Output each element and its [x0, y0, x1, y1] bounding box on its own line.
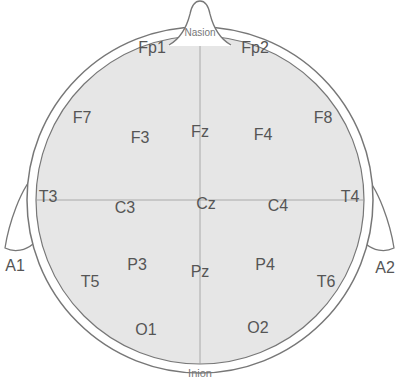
electrode-label: C4: [268, 198, 288, 214]
electrode-label: T6: [317, 274, 336, 290]
electrode-label: C3: [115, 200, 135, 216]
nose-outline: [168, 0, 232, 46]
electrode-label: F8: [314, 110, 333, 126]
electrode-label: F7: [73, 110, 92, 126]
electrode-label: A1: [5, 258, 25, 274]
head-outline: [27, 27, 373, 373]
electrode-label: O1: [135, 322, 156, 338]
electrode-label: Cz: [196, 196, 216, 212]
scalp-area: [36, 36, 364, 364]
electrode-label: P4: [255, 257, 275, 273]
nose-line: [169, 1, 231, 45]
electrode-label: F4: [254, 127, 273, 143]
nasion-nose: Nasion: [168, 0, 232, 46]
electrode-label: Fz: [191, 124, 209, 140]
electrode-label: Fp2: [241, 40, 269, 56]
electrode-label: Pz: [191, 264, 210, 280]
electrode-label: O2: [247, 320, 268, 336]
electrode-label: P3: [127, 257, 147, 273]
electrode-label: F3: [131, 130, 150, 146]
landmark-label: Inion: [188, 368, 212, 379]
landmark-label: Nasion: [184, 28, 215, 38]
electrode-label: A2: [375, 260, 395, 276]
nose-fill: [168, 0, 232, 46]
electrode-label: T3: [39, 189, 58, 205]
electrode-label: T4: [341, 189, 360, 205]
electrode-label: T5: [81, 274, 100, 290]
electrode-label: Fp1: [138, 40, 166, 56]
